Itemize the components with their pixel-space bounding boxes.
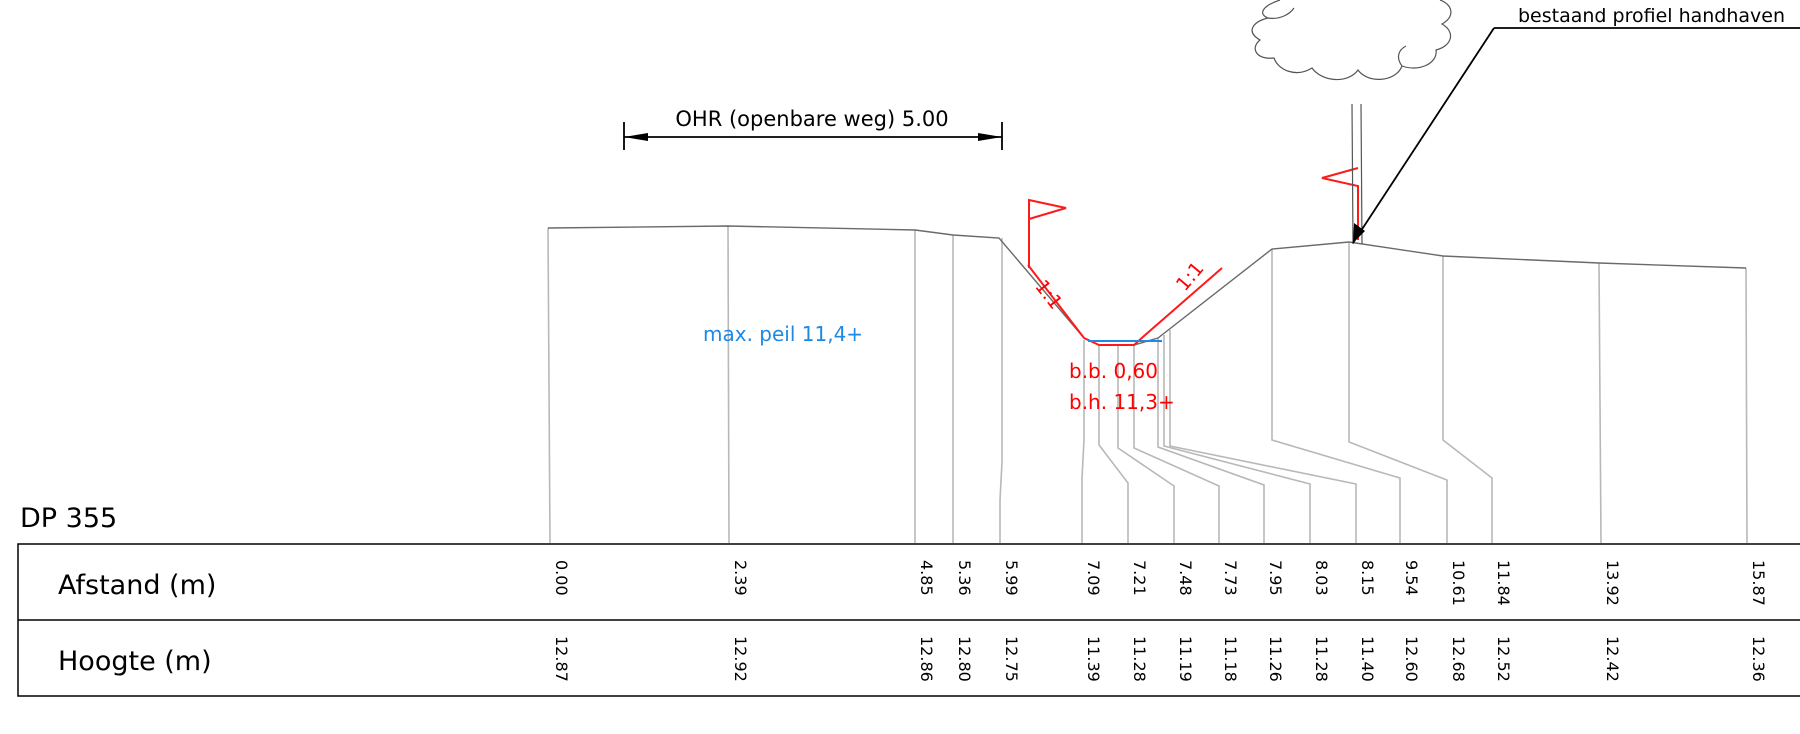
afstand-value: 5.36 (955, 560, 974, 596)
afstand-value: 7.09 (1084, 560, 1103, 596)
tree-icon (1251, 0, 1452, 245)
station-leader-line (1081, 340, 1085, 543)
left-flag-pole (1028, 198, 1067, 268)
hoogte-values: 12.87 12.92 12.86 12.80 12.75 11.39 11.28 11.19… (552, 636, 1768, 682)
afstand-value: 7.95 (1266, 560, 1285, 596)
hoogte-value: 12.52 (1494, 636, 1513, 682)
callout-arrow-icon (1353, 223, 1365, 243)
station-leader-line (1745, 267, 1748, 544)
station-leader-line (1098, 345, 1129, 543)
afstand-value: 2.39 (731, 560, 750, 596)
afstand-values: 0.00 2.39 4.85 5.36 5.99 7.09 7.21 7.48 7.73 7.95… (552, 560, 1768, 606)
hoogte-value: 12.68 (1449, 636, 1468, 682)
data-table: Afstand (m) Hoogte (m) 0.00 2.39 4.85 5.36 5… (17, 543, 1800, 697)
tree-trunk-right (1360, 103, 1363, 245)
bottom-width-label: b.b. 0,60 (1069, 359, 1158, 383)
hoogte-value: 12.92 (731, 636, 750, 682)
hoogte-row-label: Hoogte (m) (58, 646, 212, 677)
water-level-label: max. peil 11,4+ (703, 322, 863, 346)
arrow-right-icon (978, 133, 1002, 141)
hoogte-value: 12.80 (955, 636, 974, 682)
right-flag (1321, 167, 1359, 240)
hoogte-value: 12.75 (1002, 636, 1021, 682)
hoogte-value: 11.28 (1312, 636, 1331, 682)
arrow-left-icon (624, 133, 648, 141)
design-ditch-line (1027, 264, 1223, 346)
afstand-value: 8.03 (1312, 560, 1331, 596)
station-leader-line (1442, 256, 1493, 543)
station-leader-line (1133, 345, 1220, 543)
tree-trunk-left (1351, 103, 1354, 245)
station-leader-line (1169, 330, 1357, 543)
afstand-value: 7.21 (1130, 560, 1149, 596)
dimension-label: OHR (openbare weg) 5.00 (675, 107, 948, 131)
profile-id: DP 355 (20, 503, 117, 534)
afstand-value: 4.85 (917, 560, 936, 596)
design-profile: 1:1 1:1 b.b. 0,60 b.h. 11,3+ (1027, 167, 1359, 414)
afstand-value: 15.87 (1749, 560, 1768, 606)
station-leader-line (1157, 338, 1265, 543)
callout-label: bestaand profiel handhaven (1518, 5, 1785, 27)
hoogte-value: 11.18 (1221, 636, 1240, 682)
afstand-row-label: Afstand (m) (58, 570, 216, 601)
hoogte-value: 11.40 (1358, 636, 1377, 682)
hoogte-value: 12.87 (552, 636, 571, 682)
slope-right-label: 1:1 (1172, 258, 1209, 296)
afstand-value: 13.92 (1603, 560, 1622, 606)
afstand-value: 8.15 (1358, 560, 1377, 596)
hoogte-value: 11.28 (1130, 636, 1149, 682)
afstand-value: 7.73 (1221, 560, 1240, 596)
afstand-value: 11.84 (1494, 560, 1513, 606)
station-leader-line (1348, 243, 1448, 543)
afstand-value: 7.48 (1176, 560, 1195, 596)
station-leader-line (999, 238, 1003, 543)
callout-leader (1352, 27, 1495, 244)
station-leaders (547, 225, 1748, 544)
afstand-value: 0.00 (552, 560, 571, 596)
station-leader-line (547, 227, 551, 544)
hoogte-value: 11.19 (1176, 636, 1195, 682)
afstand-value: 9.54 (1402, 560, 1421, 596)
callout: bestaand profiel handhaven (1352, 5, 1800, 244)
bottom-height-label: b.h. 11,3+ (1069, 390, 1175, 414)
station-leader-line (1117, 345, 1175, 543)
hoogte-value: 11.39 (1084, 636, 1103, 682)
station-leader-line (1163, 335, 1311, 543)
station-leader-line (727, 225, 730, 544)
afstand-value: 5.99 (1002, 560, 1021, 596)
hoogte-value: 12.86 (917, 636, 936, 682)
hoogte-value: 11.26 (1266, 636, 1285, 682)
hoogte-value: 12.60 (1402, 636, 1421, 682)
hoogte-value: 12.42 (1603, 636, 1622, 682)
ohr-dimension: OHR (openbare weg) 5.00 (623, 107, 1003, 150)
station-leader-line (1271, 249, 1401, 543)
afstand-value: 10.61 (1449, 560, 1468, 606)
hoogte-value: 12.36 (1749, 636, 1768, 682)
station-leader-line (1598, 262, 1602, 544)
